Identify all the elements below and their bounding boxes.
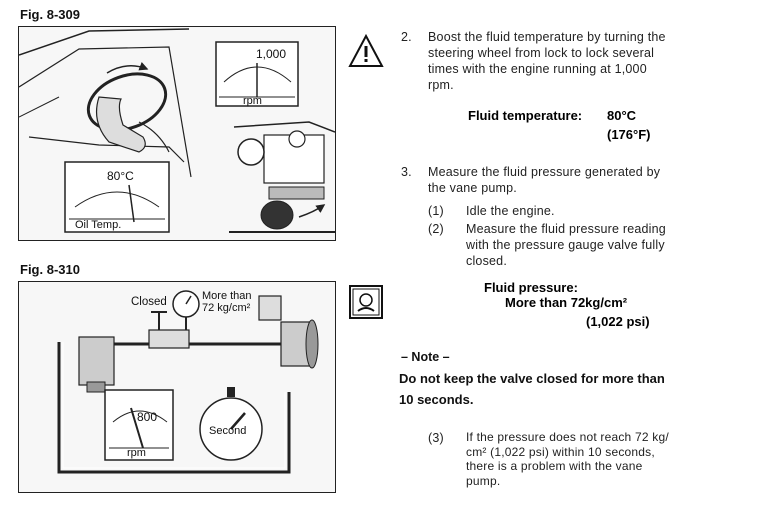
step-3-sub-2-line-3: closed. [466, 254, 508, 268]
step-2-number: 2. [401, 30, 412, 44]
more-than-line2: 72 kg/cm² [202, 302, 251, 314]
figure-8-310-label: Fig. 8-310 [20, 262, 80, 277]
step-3-sub-1: (1) Idle the engine. [428, 203, 728, 219]
stopwatch-icon [199, 387, 263, 461]
step-3-sub-2-line-1: Measure the fluid pressure reading [466, 222, 666, 236]
warning-triangle-icon [348, 33, 384, 73]
step-3-sub-1-text: Idle the engine. [466, 204, 555, 218]
figure-8-309-illustration [18, 28, 336, 233]
note-body: Do not keep the valve closed for more th… [399, 368, 729, 410]
figure-8-309-label: Fig. 8-309 [20, 7, 80, 22]
tachometer-gauge [104, 389, 174, 461]
pressure-gauge-icon [172, 290, 200, 330]
rpm-gauge-value: 1,000 [256, 47, 287, 61]
step-3-sub-3-line-4: pump. [466, 473, 501, 488]
step-3-line-1: Measure the fluid pressure generated by [428, 165, 661, 179]
pressure-gauge-hand-icon [349, 285, 383, 324]
steering-wheel-icon [86, 62, 168, 132]
figure-8-309: 1,000 rpm 80°C Oil Temp. [18, 26, 336, 241]
step-3-sub-1-number: (1) [428, 204, 444, 218]
step-3-sub-3: (3) If the pressure does not reach 72 kg… [428, 430, 728, 488]
step-3-sub-3-number: (3) [428, 431, 444, 445]
note-line-2: 10 seconds. [399, 392, 474, 407]
oil-temperature-gauge [64, 161, 170, 233]
step-2-line-4: rpm. [428, 78, 454, 92]
fluid-pressure-label: Fluid pressure: [484, 280, 578, 295]
oil-temp-value: 80°C [107, 169, 134, 183]
fluid-temperature-label: Fluid temperature: [468, 108, 583, 123]
more-than-label: More than 72 kg/cm² [202, 290, 252, 314]
fluid-pressure-psi: (1,022 psi) [586, 314, 650, 329]
step-3-number: 3. [401, 165, 412, 179]
stopwatch-label: Second [209, 425, 247, 437]
note-title: – Note – [401, 350, 450, 364]
more-than-line1: More than [202, 290, 252, 302]
closed-label: Closed [131, 296, 167, 308]
step-3-sub-2: (2) Measure the fluid pressure reading w… [428, 221, 728, 269]
fluid-pressure-kg: More than 72kg/cm² [505, 295, 628, 310]
step-3-sub-3-line-2: cm² (1,022 psi) within 10 seconds, [466, 444, 655, 459]
step-2-line-3: times with the engine running at 1,000 [428, 62, 647, 76]
oil-temp-caption: Oil Temp. [75, 219, 122, 231]
step-2-line-2: steering wheel from lock to lock several [428, 46, 655, 60]
step-2-line-1: Boost the fluid temperature by turning t… [428, 30, 666, 44]
step-3-sub-3-line-1: If the pressure does not reach 72 kg/ [466, 430, 669, 444]
figure-8-310-illustration [57, 290, 319, 474]
step-3-sub-2-number: (2) [428, 222, 444, 236]
rpm-gauge-unit: rpm [243, 95, 262, 107]
fluid-temperature-celsius: 80°C [607, 108, 637, 123]
fluid-temperature-fahrenheit: (176°F) [607, 127, 651, 142]
pressure-valve [148, 311, 190, 349]
tachometer-gauge [215, 41, 299, 107]
step-3: 3. Measure the fluid pressure generated … [401, 164, 731, 196]
step-3-sub-2-line-2: with the pressure gauge valve fully [466, 238, 665, 252]
figure-8-310: Closed More than 72 kg/cm² 800 rpm Secon… [18, 281, 336, 493]
tachometer-unit: rpm [127, 447, 146, 459]
car-front-illustration [229, 121, 336, 233]
step-3-sub-3-line-3: there is a problem with the vane [466, 459, 643, 473]
note-line-1: Do not keep the valve closed for more th… [399, 371, 665, 386]
tachometer-value: 800 [137, 410, 158, 424]
step-3-line-2: the vane pump. [428, 181, 517, 195]
step-2: 2. Boost the fluid temperature by turnin… [401, 29, 731, 93]
